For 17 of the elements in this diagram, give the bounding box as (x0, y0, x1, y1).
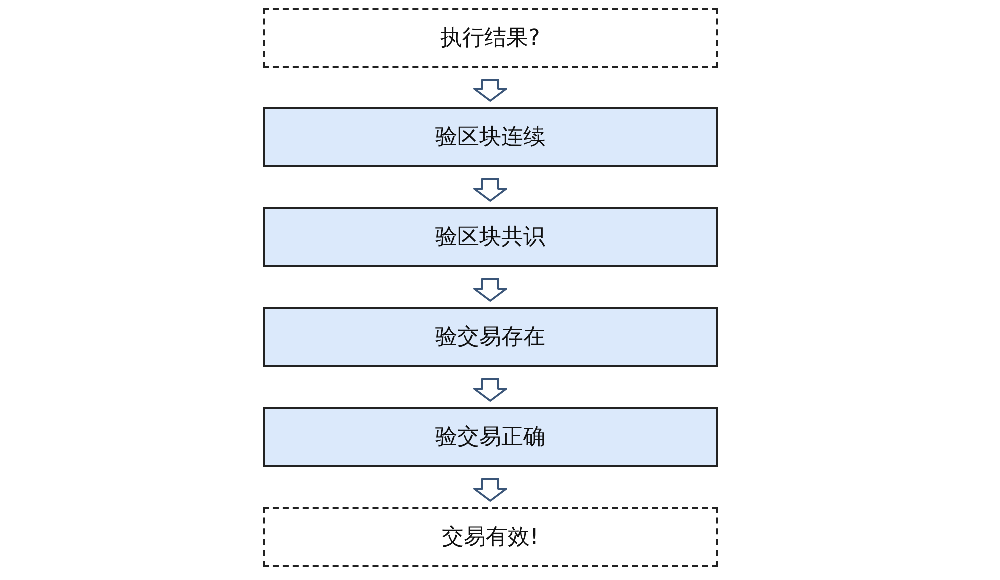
hollow-arrow (474, 178, 508, 202)
box-label: 验交易存在 (436, 324, 546, 352)
hollow-arrow (474, 79, 508, 102)
box-label: 执行结果? (440, 24, 540, 52)
dashed-box (263, 8, 718, 68)
box-label: 验交易正确 (436, 424, 546, 452)
box-label: 验区块连续 (436, 124, 546, 152)
dashed-box (263, 507, 718, 567)
process-box (263, 107, 718, 167)
process-box (263, 407, 718, 467)
hollow-arrow (474, 478, 508, 502)
hollow-arrow (474, 278, 508, 302)
box-label: 验区块共识 (436, 224, 546, 252)
process-box (263, 207, 718, 267)
process-box (263, 307, 718, 367)
hollow-arrow (474, 378, 508, 402)
box-label: 交易有效! (442, 524, 539, 552)
